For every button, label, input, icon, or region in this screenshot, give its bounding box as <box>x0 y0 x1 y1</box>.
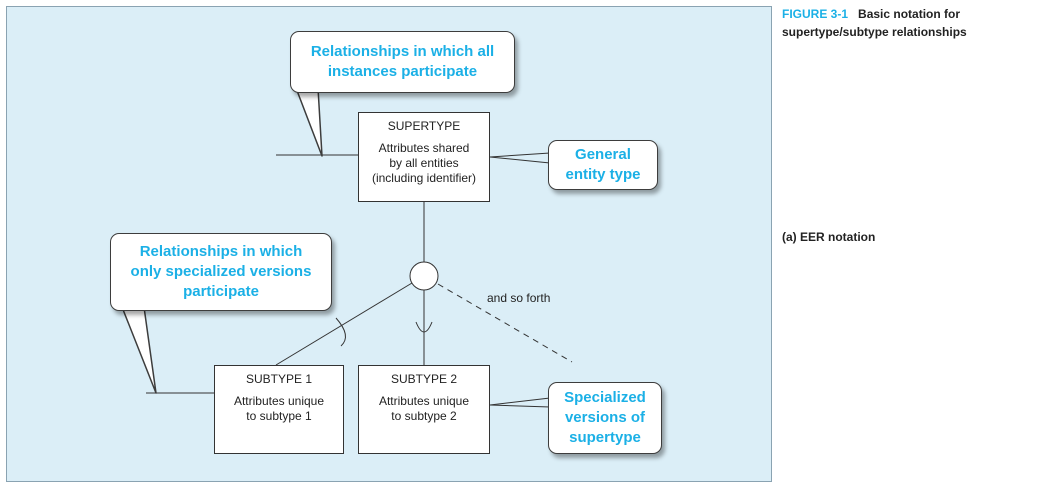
subtype2-name: SUBTYPE 2 <box>390 372 458 386</box>
subset-symbol-subtype2 <box>415 321 433 333</box>
and-so-forth-label: and so forth <box>487 291 551 305</box>
supertype-entity: SUPERTYPE Attributes shared by all entit… <box>358 112 490 202</box>
callout-specialized-versions: Specialized versions of supertype <box>548 382 662 454</box>
subtype2-attributes: Attributes unique to subtype 2 <box>378 394 470 423</box>
supertype-name: SUPERTYPE <box>387 119 461 133</box>
figure-subcaption: (a) EER notation <box>782 230 876 244</box>
figure-caption-line1: Basic notation for <box>858 7 961 21</box>
callout-specialized-relationships: Relationships in which only specialized … <box>110 233 332 311</box>
callout-all-instances: Relationships in which all instances par… <box>290 31 515 93</box>
callout-specialized-versions-text: Specialized versions of supertype <box>564 389 646 446</box>
and-so-forth-dashed-line <box>437 283 573 363</box>
callout-tail-all-instances <box>295 87 323 157</box>
figure-caption-line2: supertype/subtype relationships <box>782 25 967 39</box>
pointer-specialized-versions <box>489 397 551 406</box>
subset-symbol-subtype1 <box>335 317 346 347</box>
subtype1-entity: SUBTYPE 1 Attributes unique to subtype 1 <box>214 365 344 454</box>
callout-specialized-relationships-text: Relationships in which only specialized … <box>130 243 312 300</box>
pointer-general <box>489 156 551 164</box>
callout-general-entity-type: General entity type <box>548 140 658 190</box>
subtype1-name: SUBTYPE 1 <box>245 372 313 386</box>
subtype2-entity: SUBTYPE 2 Attributes unique to subtype 2 <box>358 365 490 454</box>
callout-all-instances-text: Relationships in which all instances par… <box>310 43 495 80</box>
circle-to-subtype1-line <box>275 282 413 366</box>
subtype1-attributes: Attributes unique to subtype 1 <box>233 394 325 423</box>
supertype-attributes: Attributes shared by all entities (inclu… <box>371 141 477 185</box>
figure-caption: FIGURE 3-1 Basic notation for supertype/… <box>782 5 967 41</box>
pointer-specialized-versions <box>489 404 551 408</box>
pointer-general <box>489 152 551 158</box>
callout-general-text: General entity type <box>565 146 641 183</box>
specialization-circle <box>409 261 439 291</box>
figure-number: FIGURE 3-1 <box>782 7 849 21</box>
callout-tail-specialized-relationships <box>121 306 157 394</box>
